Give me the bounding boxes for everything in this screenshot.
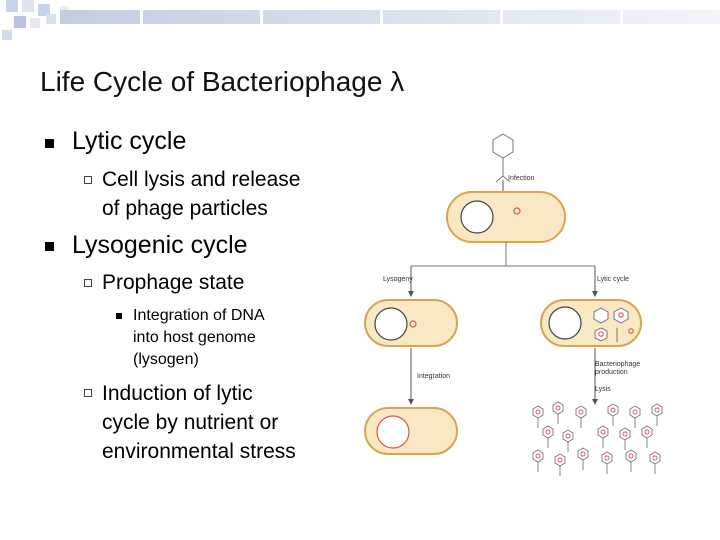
integrated-chromosome-icon [376,415,410,449]
lytic-sub-line-1: Cell lysis and release [102,168,301,191]
chromosome-icon [460,200,494,234]
integration-label: Integration [417,373,450,380]
prophage-state-text: Prophage state [102,271,245,294]
lysis-label: Lysis [595,386,611,393]
bullet-square-icon [45,139,54,148]
released-phages-icon [532,401,663,476]
lytic-heading: Lytic cycle [72,127,187,155]
phage-life-cycle-diagram: Infection Lysogeny Lytic cycle Integrati… [364,133,663,476]
lysogenic-heading: Lysogenic cycle [72,231,248,259]
header-pattern [0,0,720,46]
production-label-line-2: production [595,369,628,376]
phage-parts-icon [593,307,629,342]
hollow-square-icon [84,279,92,287]
lytic-cycle-label: Lytic cycle [597,276,629,283]
hollow-square-icon [84,176,92,184]
infecting-phage-icon [492,133,514,183]
induction-line-3: environmental stress [102,440,296,463]
small-bullet-icon [116,313,122,319]
induction-line-2: cycle by nutrient or [102,411,279,434]
integration-line-3: (lysogen) [133,351,199,368]
integration-line-1: Integration of DNA [133,307,265,324]
lytic-sub-line-2: of phage particles [102,197,268,220]
bullet-square-icon [45,242,54,251]
slide-title: Life Cycle of Bacteriophage λ [40,66,405,97]
hollow-square-icon [84,389,92,397]
prophage-dna-icon [409,320,417,328]
lysogeny-label: Lysogeny [383,276,413,283]
decorative-header-squares [0,0,720,46]
induction-line-1: Induction of lytic [102,382,253,405]
chromosome-icon [374,307,408,341]
integration-line-2: into host genome [133,329,256,346]
phage-dna-icon [513,207,521,215]
infection-label: Infection [508,175,535,182]
production-label-line-1: Bacteriophage [595,361,640,368]
chromosome-icon [548,306,582,340]
